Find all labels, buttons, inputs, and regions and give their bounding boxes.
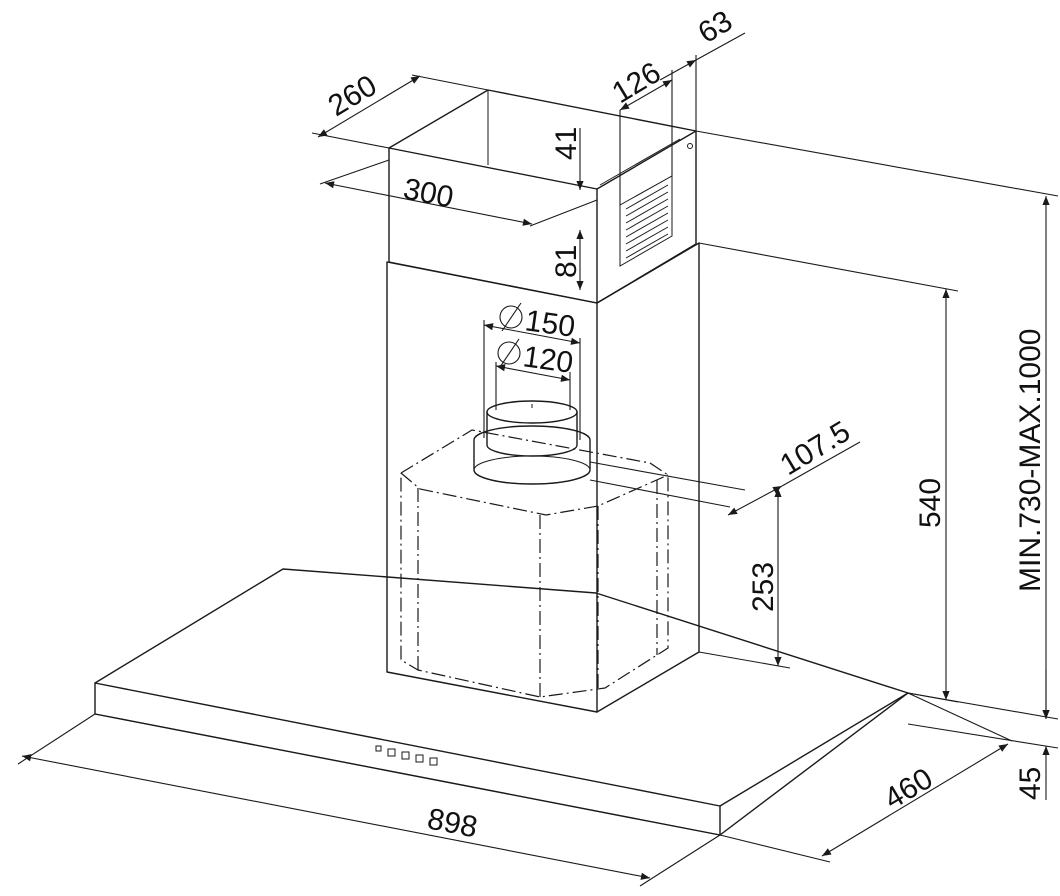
diameter-symbol-icon bbox=[499, 302, 523, 332]
dim-41: 41 bbox=[550, 127, 584, 190]
dim-text-41: 41 bbox=[550, 127, 583, 160]
dim-150: 150 bbox=[483, 302, 581, 440]
dim-text-260: 260 bbox=[323, 69, 383, 123]
dim-253: 253 bbox=[698, 488, 791, 669]
vent-slots bbox=[619, 175, 673, 267]
dim-63: 63 bbox=[659, 5, 746, 131]
dim-text-120: 120 bbox=[521, 340, 575, 380]
dim-total-height: MIN.730-MAX.1000 bbox=[695, 130, 1059, 720]
diameter-symbol-icon bbox=[497, 338, 521, 368]
dim-300: 300 bbox=[319, 159, 598, 227]
dim-text-total-height: MIN.730-MAX.1000 bbox=[1014, 329, 1047, 592]
motor-housing bbox=[400, 429, 669, 698]
dim-text-107-5: 107.5 bbox=[775, 415, 856, 482]
dim-81: 81 bbox=[550, 230, 584, 290]
dim-text-540: 540 bbox=[914, 478, 947, 528]
dim-898: 898 bbox=[17, 713, 721, 887]
dim-text-63: 63 bbox=[693, 5, 739, 50]
dim-text-898: 898 bbox=[425, 802, 480, 844]
dim-540: 540 bbox=[698, 242, 959, 703]
dim-text-45: 45 bbox=[1014, 767, 1047, 800]
dim-45: 45 bbox=[907, 670, 1059, 800]
dim-text-81: 81 bbox=[550, 245, 583, 278]
dim-text-460: 460 bbox=[879, 762, 939, 816]
dim-text-150: 150 bbox=[523, 304, 577, 344]
dim-260: 260 bbox=[311, 69, 489, 149]
dim-text-300: 300 bbox=[401, 172, 456, 214]
dim-107-5: 107.5 bbox=[589, 415, 861, 516]
hood-canopy bbox=[94, 568, 909, 836]
dim-text-126: 126 bbox=[607, 56, 667, 110]
dim-text-253: 253 bbox=[747, 562, 780, 612]
duct-outlet bbox=[473, 400, 591, 485]
dim-120: 120 bbox=[495, 338, 575, 410]
